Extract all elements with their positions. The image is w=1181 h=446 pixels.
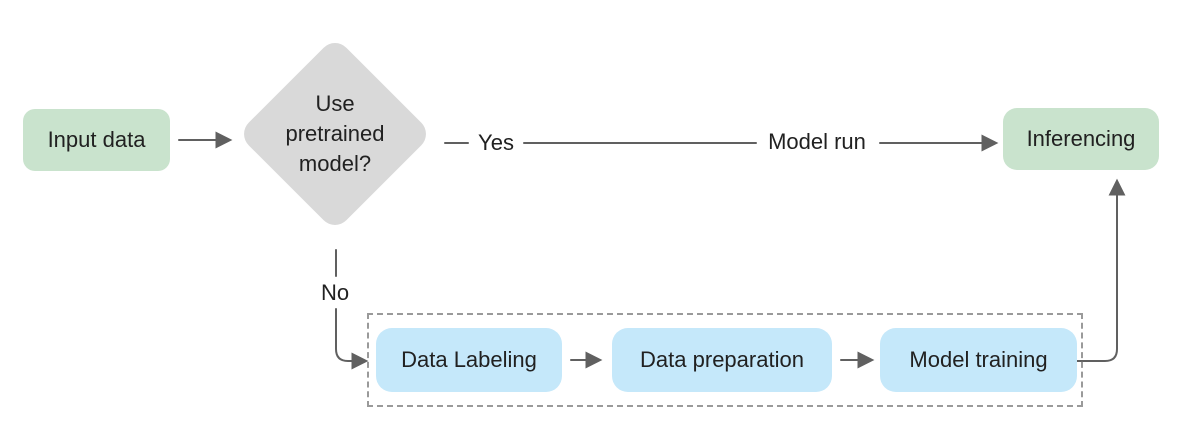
node-input-data-label: Input data [47,126,146,152]
node-inferencing: Inferencing [1003,108,1159,170]
node-data-preparation-label: Data preparation [640,346,804,372]
node-data-preparation: Data preparation [612,328,832,392]
edge-label-no: No [318,280,352,306]
node-decision-label: Use pretrained model? [285,91,385,176]
node-data-labeling: Data Labeling [376,328,562,392]
node-model-training-label: Model training [909,346,1048,372]
edge-label-model-run: Model run [766,129,868,155]
node-inferencing-label: Inferencing [1026,125,1136,151]
node-input-data: Input data [23,109,170,171]
edge-label-yes: Yes [476,130,516,156]
arrow-no-to-data-labeling [335,308,369,370]
node-data-labeling-label: Data Labeling [401,346,537,372]
node-model-training: Model training [880,328,1077,392]
arrow-training-to-inferencing [1076,178,1126,362]
training-pipeline-group [367,313,1083,407]
